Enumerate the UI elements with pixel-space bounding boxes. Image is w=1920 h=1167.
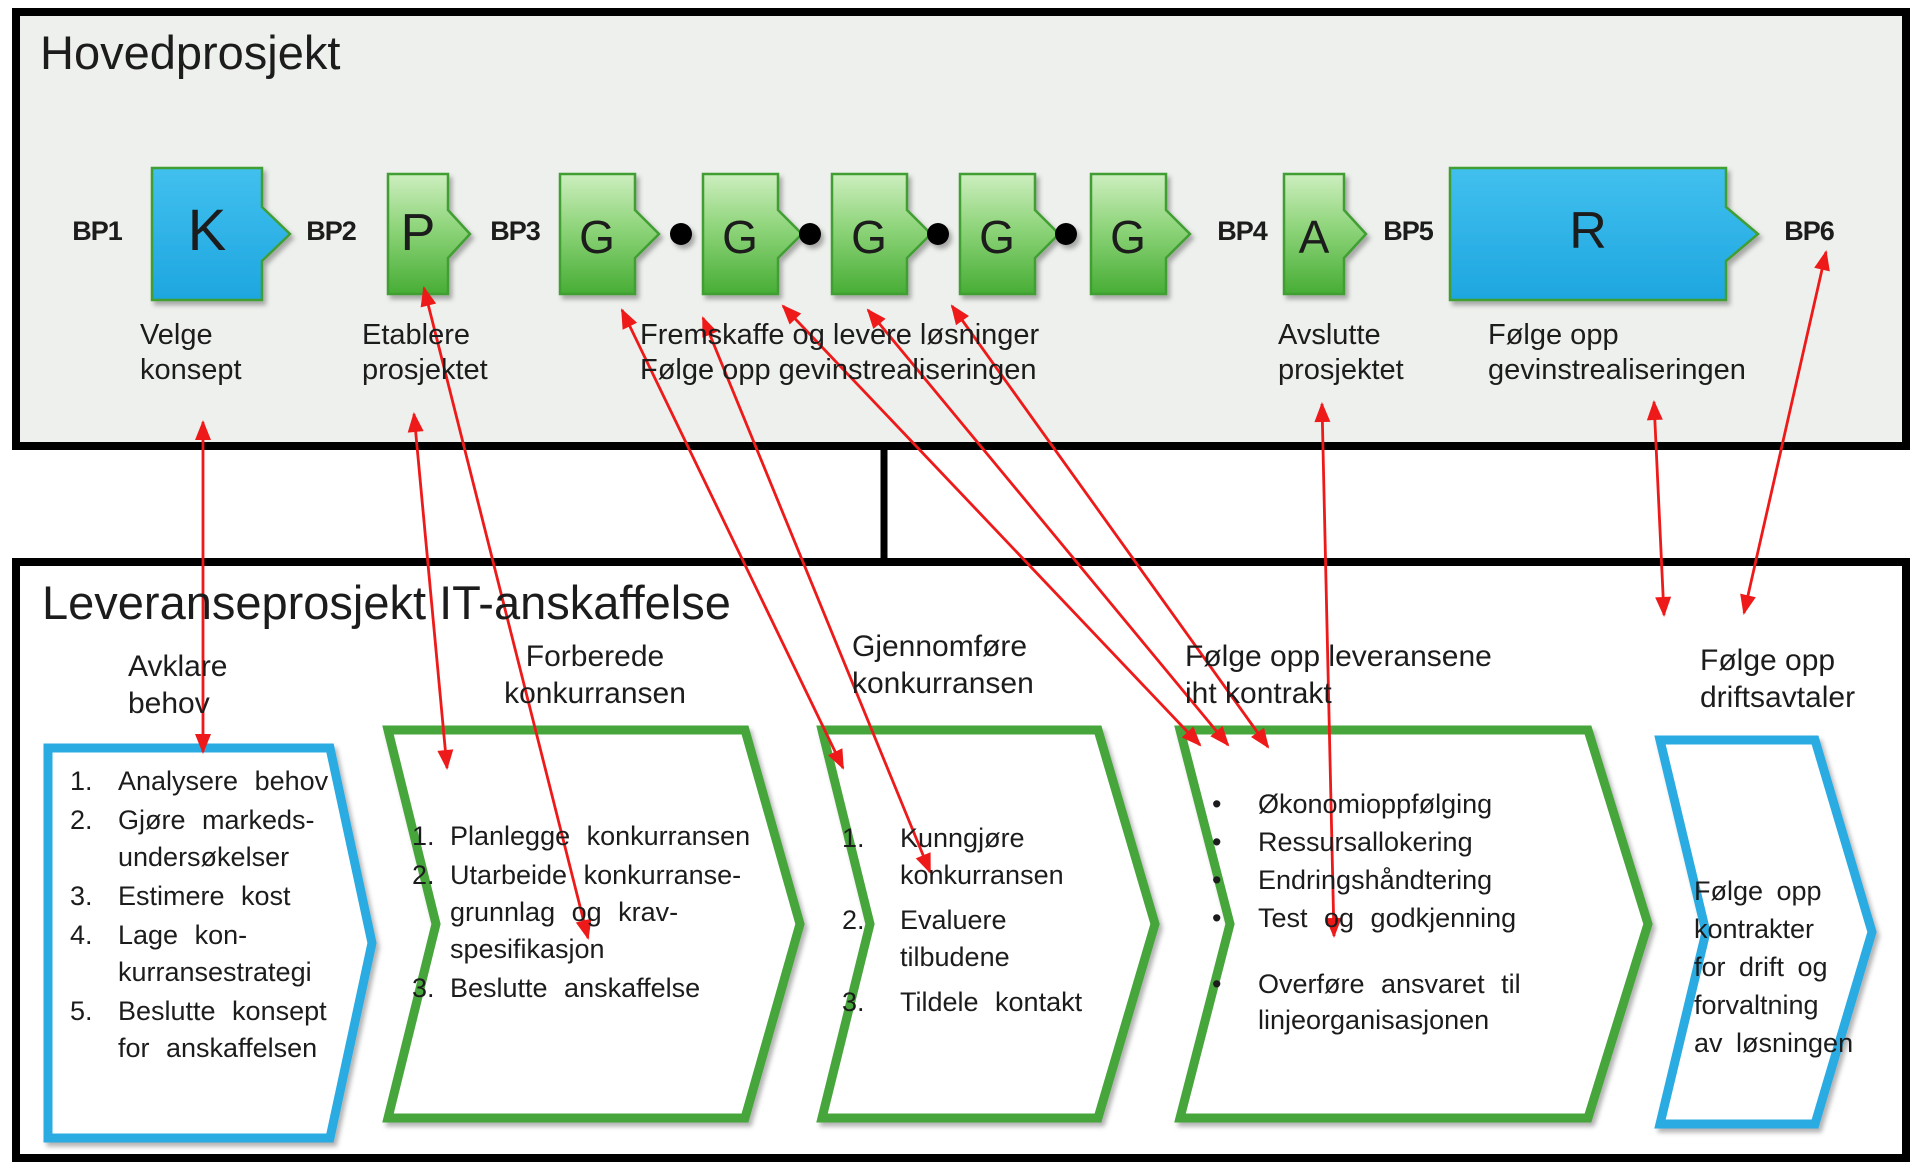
caption-etablere: Etablere prosjektet <box>362 319 488 386</box>
arrow5-body: Følge opp kontrakter for drift og forval… <box>1694 876 1854 1058</box>
process-arrow-folge-opp-driftsavtaler <box>1654 735 1877 1129</box>
list-item: •Økonomioppfølging <box>1212 789 1493 819</box>
list-item: 1.Analysere behov <box>70 766 329 796</box>
sequence-dot <box>927 223 949 245</box>
phase-shape-g5 <box>1089 172 1192 296</box>
arrow1-header: Avklare behov <box>128 650 228 720</box>
bp1-label: BP1 <box>72 216 123 246</box>
list-item: 4.Lage kon- kurransestrategi <box>70 920 312 987</box>
bp4-label: BP4 <box>1217 216 1268 246</box>
red-connector-g5-leveransene <box>950 304 1270 749</box>
arrow2-list: 1.Planlegge konkurransen 2.Utarbeide kon… <box>412 818 757 1009</box>
sequence-dot <box>670 223 692 245</box>
bp5-label: BP5 <box>1383 216 1434 246</box>
phase-letter-g5: G <box>1110 211 1146 263</box>
phase-letter-g4: G <box>979 211 1015 263</box>
phase-letter-g2: G <box>722 211 758 263</box>
sequence-dot <box>799 223 821 245</box>
red-connectors <box>195 250 1830 940</box>
bp2-label: BP2 <box>306 216 357 246</box>
phase-letter-k: K <box>187 198 227 263</box>
caption-avslutte: Avslutte prosjektet <box>1278 319 1404 386</box>
list-item: 2.Utarbeide konkurranse- grunnlag og kra… <box>412 860 742 964</box>
process-arrow-folge-opp-leveransene <box>1174 725 1653 1123</box>
caption-velge-konsept: Velge konsept <box>140 319 242 386</box>
phase-shapes <box>150 166 1760 302</box>
list-item: 2.Gjøre markeds- undersøkelser <box>70 805 315 872</box>
red-connector-gevinst-driftsavtaler <box>1646 400 1672 617</box>
arrow5-header: Følge opp driftsavtaler <box>1700 644 1856 714</box>
phase-letter-r: R <box>1569 202 1607 260</box>
arrow3-list: 1.Kunngjøre konkurransen 2.Evaluere tilb… <box>842 820 1122 1023</box>
arrow3-header: Gjennomføre konkurransen <box>852 630 1034 700</box>
bp6-label: BP6 <box>1784 216 1835 246</box>
hovedprosjekt-title: Hovedprosjekt <box>40 26 341 79</box>
list-item: •Ressursallokering <box>1212 827 1473 857</box>
sequence-dot <box>1055 223 1077 245</box>
phase-shape-g2 <box>701 172 804 296</box>
list-item: •Overføre ansvaret til linjeorganisasjon… <box>1212 969 1521 1035</box>
phase-shape-r <box>1448 166 1760 302</box>
arrow1-list: 1.Analysere behov 2.Gjøre markeds- under… <box>70 763 350 1069</box>
red-connector-bp3-beslutte <box>420 286 592 940</box>
list-item: 1.Kunngjøre konkurransen <box>842 823 1064 890</box>
list-item: •Test og godkjenning <box>1212 903 1517 933</box>
phase-letter-p: P <box>400 204 436 262</box>
phase-letter-a: A <box>1298 211 1330 263</box>
phase-shape-g3 <box>830 172 933 296</box>
list-item: •Endringshåndtering <box>1212 865 1493 895</box>
phase-shape-g4 <box>958 172 1061 296</box>
phase-shape-p <box>386 172 472 296</box>
list-item: 3.Estimere kost <box>70 881 291 911</box>
leveranseprosjekt-title: Leveranseprosjekt IT-anskaffelse <box>42 576 731 629</box>
red-connector-avslutte-overfore <box>1314 402 1342 938</box>
caption-folge-gevinst: Følge opp gevinstrealiseringen <box>1488 319 1746 386</box>
list-item: 2.Evaluere tilbudene <box>842 905 1010 972</box>
red-connector-bp6-driftsavtaler <box>1740 250 1830 615</box>
list-item: 3.Beslutte anskaffelse <box>412 973 701 1003</box>
phase-letter-g1: G <box>579 211 615 263</box>
list-item: 5.Beslutte konsept for anskaffelsen <box>70 996 327 1063</box>
list-item: 3.Tildele kontakt <box>842 987 1083 1017</box>
process-arrow-avklare-behov <box>43 743 377 1143</box>
bp3-label: BP3 <box>490 216 541 246</box>
caption-fremskaffe: Fremskaffe og levere løsninger Følge opp… <box>640 319 1040 386</box>
arrow2-header: Forberede konkurransen <box>504 640 686 710</box>
arrow4-list: •Økonomioppfølging •Ressursallokering •E… <box>1212 786 1572 1040</box>
list-item: 1.Planlegge konkurransen <box>412 821 751 851</box>
phase-shape-a <box>1282 172 1368 296</box>
phase-letter-g3: G <box>851 211 887 263</box>
arrow4-header: Følge opp leveransene iht kontrakt <box>1185 640 1492 710</box>
phase-shape-k <box>150 166 292 302</box>
